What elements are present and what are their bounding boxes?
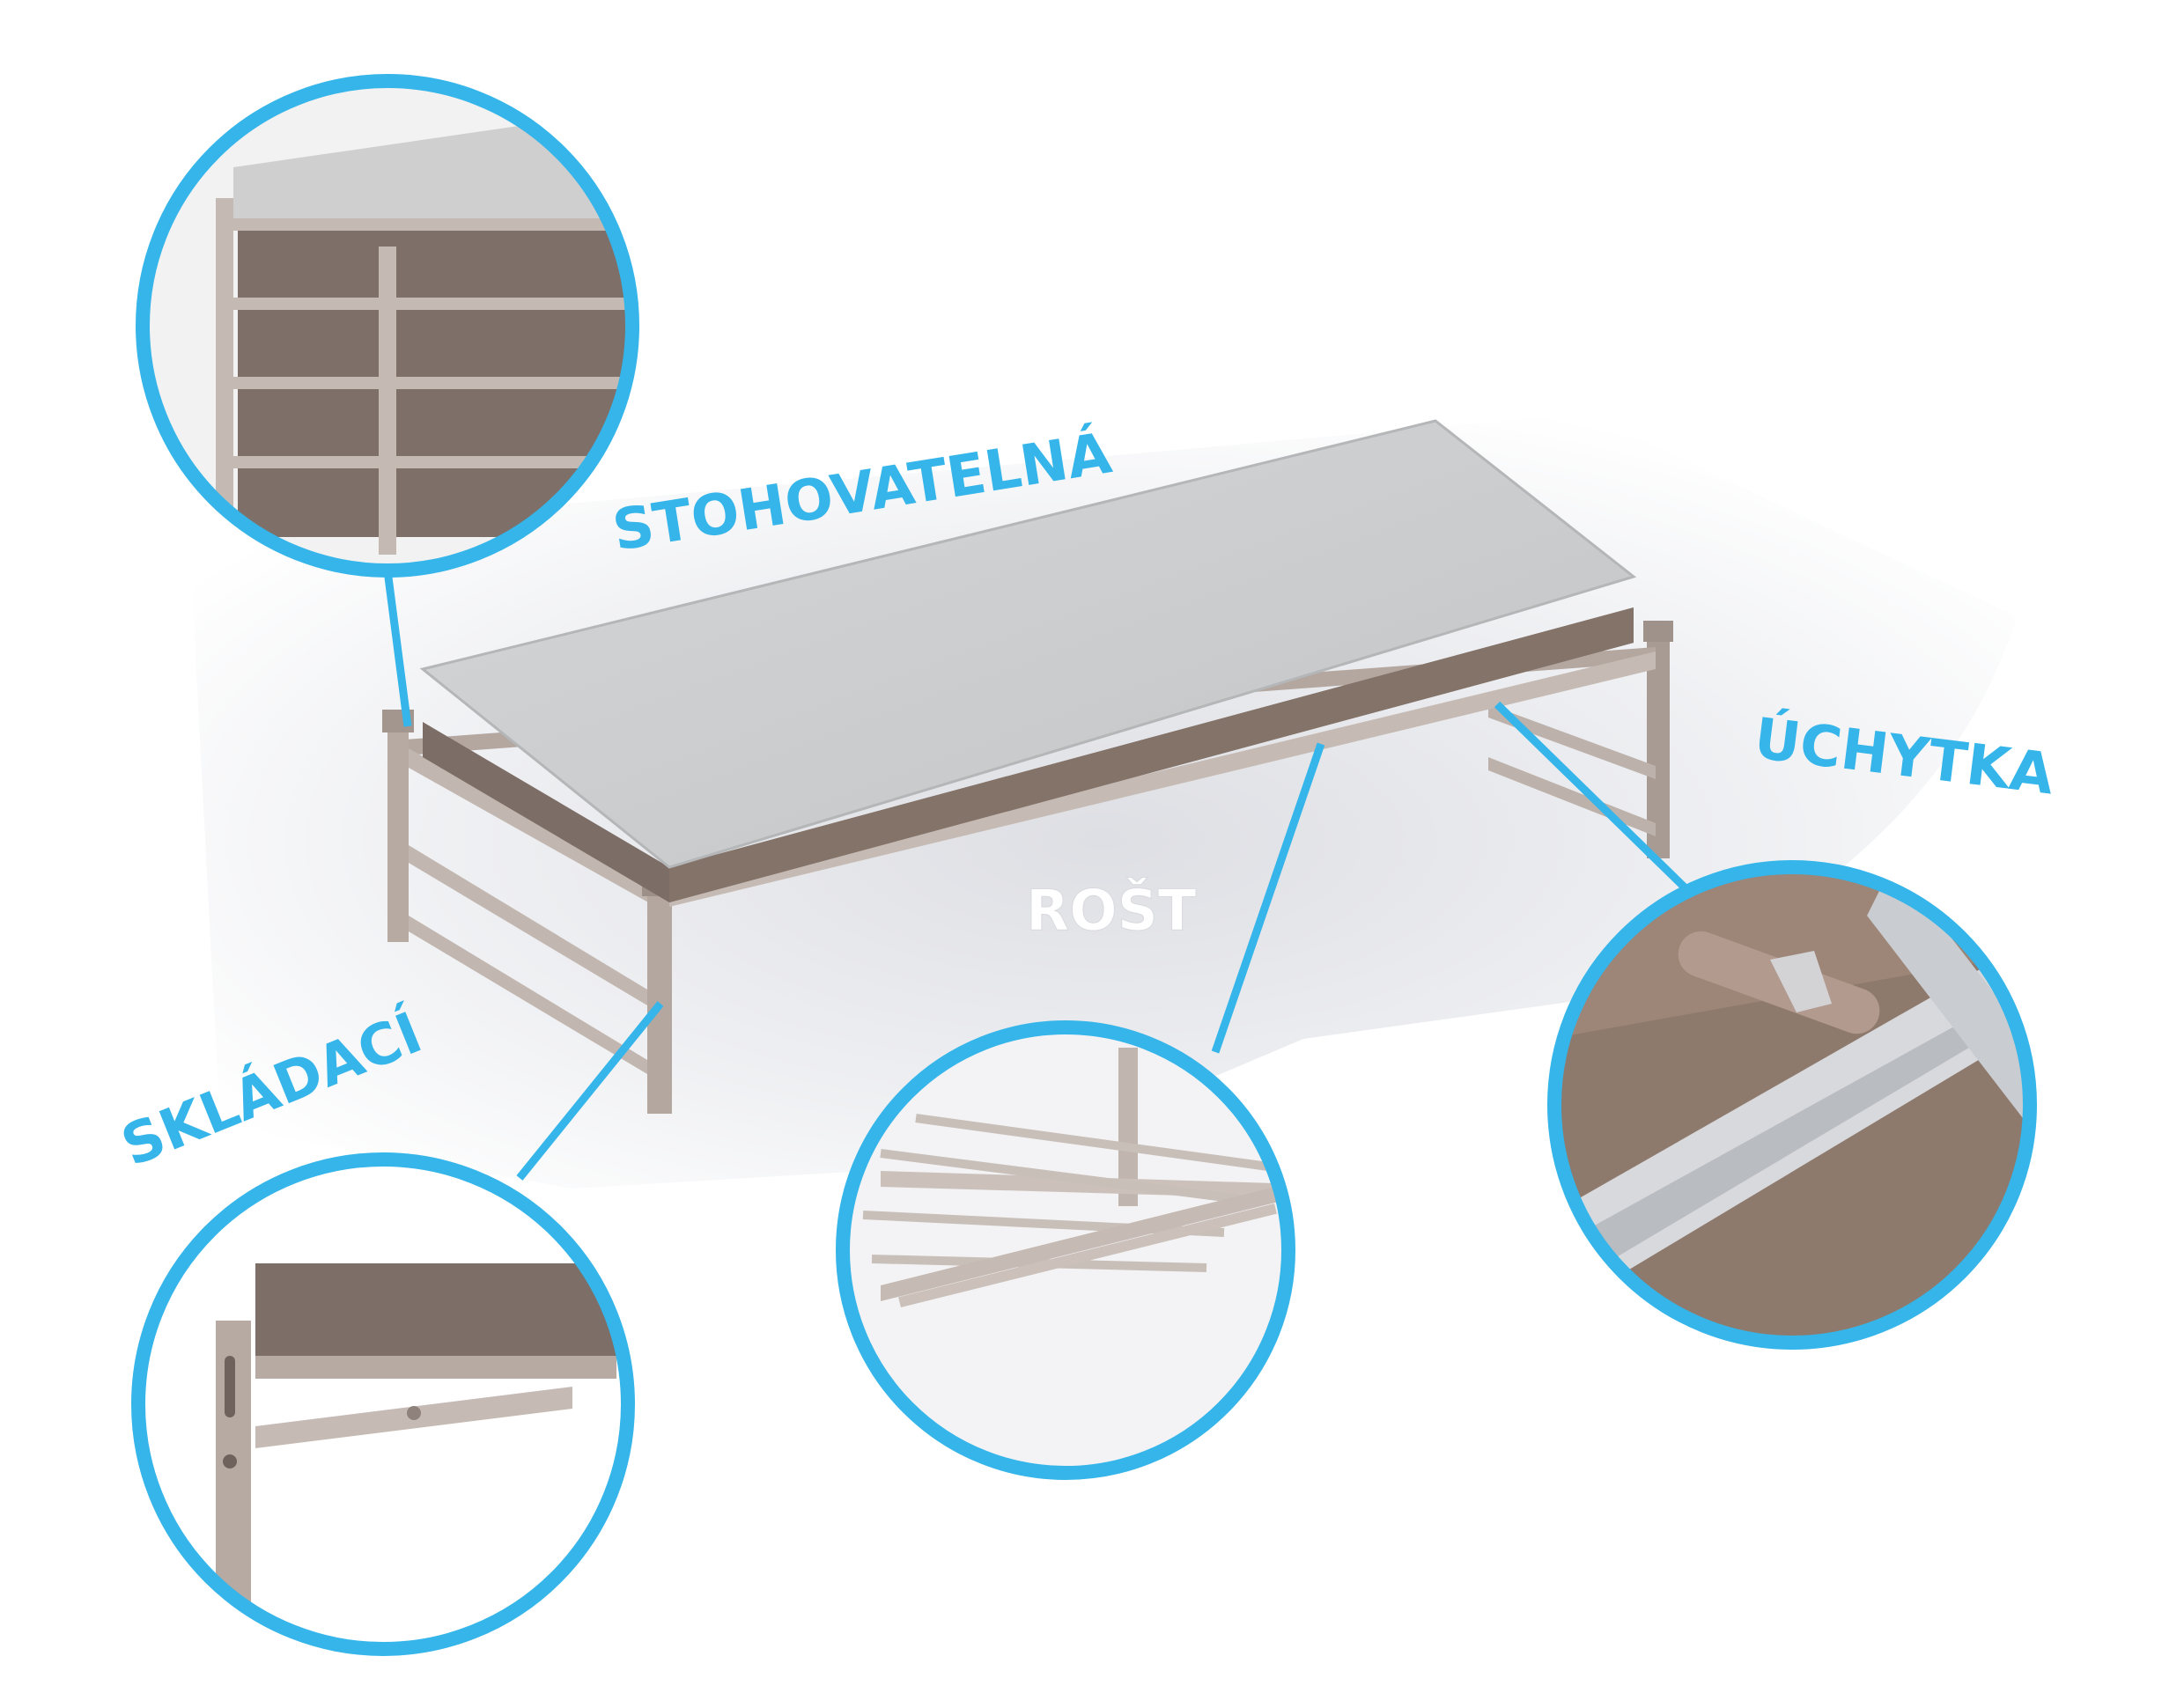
callout-stacking xyxy=(136,74,639,578)
callout-folding xyxy=(131,1152,635,1656)
label-slats: ROŠT xyxy=(1026,877,1197,944)
callout-slats xyxy=(836,1020,1295,1480)
bed-main xyxy=(382,419,1673,1114)
callout-handle xyxy=(1547,860,2037,1350)
callout-connectors xyxy=(383,570,1690,1181)
